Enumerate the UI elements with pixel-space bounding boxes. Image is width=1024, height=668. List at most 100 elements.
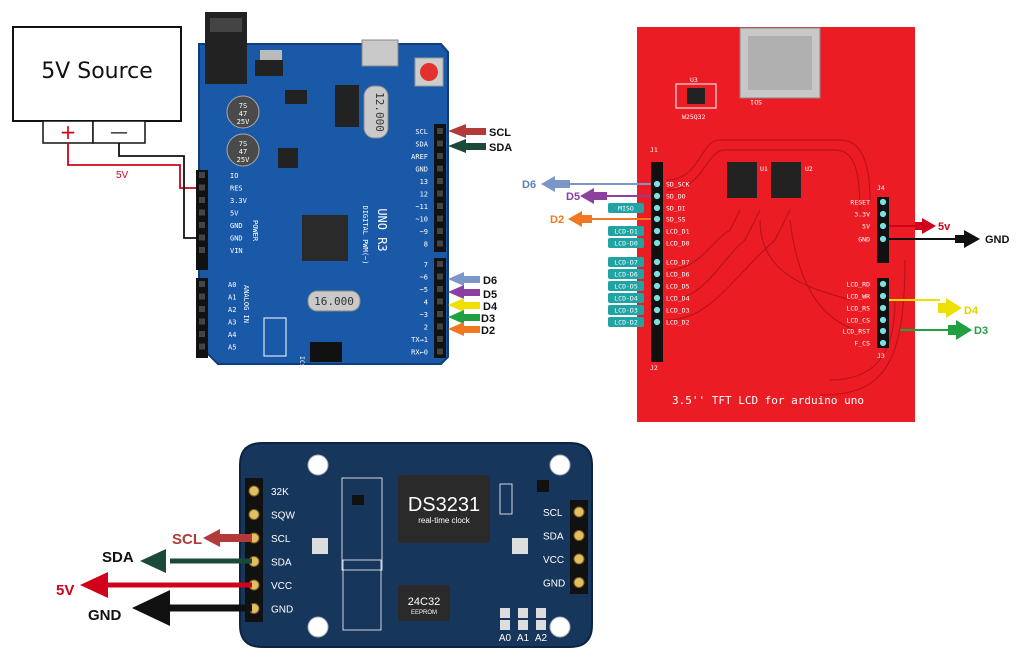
label-d3: D3 [481, 313, 495, 325]
analog-pin [199, 281, 205, 287]
flash-chip [675, 83, 717, 109]
digital-pin [437, 311, 443, 317]
lcd-right-pin [879, 210, 887, 218]
arrow-sda [448, 139, 486, 153]
lcd-right-top-header [877, 197, 889, 263]
label-scl: SCL [489, 127, 511, 139]
label-d5: D5 [483, 289, 497, 301]
board-subtitle: DIGITAL PWM(~) [361, 205, 369, 264]
eeprom-chip [398, 585, 450, 621]
rtc-label-scl: SCL [172, 531, 202, 548]
power-pin-label: IO [230, 172, 238, 180]
arrow-d2 [448, 322, 480, 336]
rtc-arrow-gnd [132, 590, 170, 626]
atmega-chip [302, 215, 348, 261]
minus-sign: — [110, 122, 128, 143]
lcd-pin-tag [608, 293, 644, 303]
digital-pin [437, 273, 443, 280]
rtc-right-pin-label: VCC [543, 555, 564, 566]
lcd-pin-tag [608, 281, 644, 291]
rtc-connection-arrows: SCL SDA 5V GND [56, 529, 252, 626]
svg-text:SD1: SD1 [750, 98, 762, 106]
rtc-right-pin-label: SDA [543, 532, 564, 543]
lcd-left-pin-label: LCD_D1 [666, 228, 690, 236]
power-source: 5V Source + — [12, 26, 182, 144]
lcd-left-pin-label: SD_DI [666, 205, 686, 213]
rtc-right-pin-label: GND [543, 579, 565, 590]
lcd-right-pin-label: LCD_WR [847, 293, 871, 301]
lcd-arrow-d5 [580, 188, 607, 204]
label-d4: D4 [483, 301, 498, 313]
lcd-left-pin-label: LCD_D2 [666, 319, 690, 327]
svg-text:real-time clock: real-time clock [418, 516, 471, 525]
digital-pin-label: ~3 [420, 311, 428, 319]
tft-lcd-board: SD1 U3 W25Q32 U1 U2 J1 J2 J4 J3 [637, 27, 915, 422]
lcd-right-pin-label: LCD_RST [843, 328, 870, 336]
rtc-arrow-scl [203, 529, 252, 547]
lcd-left-pin [653, 282, 661, 290]
svg-text:25V: 25V [237, 118, 250, 126]
digital-pin [437, 190, 443, 197]
lcd-pin-labels: SD_SCKSD_DOSD_DISD_SSLCD_D1LCD_D0LCD_D7L… [608, 180, 887, 348]
lcd-left-pin [653, 318, 661, 326]
oscillator: 12.000 [363, 85, 389, 139]
lcd-right-pin-label: RESET [850, 199, 870, 207]
rtc-left-pin-label: SDA [271, 558, 292, 569]
lcd-left-pin [653, 192, 661, 200]
svg-text:J4: J4 [877, 184, 885, 192]
analog-pin-label: A3 [228, 319, 236, 327]
lcd-ic-u1 [727, 162, 757, 198]
digital-pin [437, 215, 443, 222]
lcd-pin-tag-label: LCD-D6 [614, 271, 638, 279]
lcd-label-d5: D5 [566, 191, 580, 203]
lcd-left-pin [653, 204, 661, 212]
lcd-right-pin [879, 316, 887, 324]
label-d2: D2 [481, 325, 495, 337]
lcd-left-pin-label: LCD_D6 [666, 271, 690, 279]
svg-text:ICSP: ICSP [298, 356, 306, 372]
lcd-arrow-gnd [955, 230, 980, 248]
rtc-address-pin-label: A2 [535, 633, 548, 644]
rtc-left-pin [248, 509, 260, 520]
power-pin [199, 222, 205, 228]
lcd-left-pin-label: SD_SS [666, 216, 686, 224]
digital-pin-label: SDA [415, 141, 428, 149]
lcd-left-pin [653, 215, 661, 223]
lcd-pin-tag [608, 226, 644, 236]
arrow-scl [448, 124, 486, 138]
rtc-right-pin [573, 577, 585, 588]
digital-pin [437, 153, 443, 159]
lcd-right-pin-label: 5V [862, 223, 870, 231]
lcd-arrow-d3 [948, 320, 972, 340]
label-sda: SDA [489, 142, 512, 154]
power-pin [199, 197, 205, 203]
lcd-right-pin-label: F_CS [854, 340, 870, 348]
lcd-left-pin [653, 270, 661, 278]
digital-pin [437, 140, 443, 147]
svg-text:47: 47 [239, 148, 247, 156]
svg-text:J3: J3 [877, 352, 885, 360]
lcd-label-5v: 5v [938, 221, 951, 233]
svg-text:U3: U3 [690, 76, 698, 84]
lcd-pin-tag-label: LCD-D2 [614, 319, 638, 327]
wire-gnd-black [118, 143, 200, 239]
lcd-right-pin-label: LCD_CS [847, 317, 871, 325]
lcd-caption: 3.5'' TFT LCD for arduino uno [672, 394, 864, 407]
lcd-pin-tag [608, 269, 644, 279]
lcd-right-pin [879, 339, 887, 347]
rtc-left-pin-label: SCL [271, 534, 291, 545]
lcd-right-pin [879, 222, 887, 230]
lcd-pin-tag-label: MISO [618, 205, 634, 213]
arduino-right-headers: SCLSDAAREFGND1312~11~10~987~6~54~32TX→1R… [411, 124, 446, 358]
rtc-right-pin [573, 553, 585, 565]
lcd-left-pin-label: LCD_D0 [666, 240, 690, 248]
usb-connector [361, 39, 399, 67]
arrow-d5 [448, 285, 480, 299]
rtc-left-pin [248, 485, 260, 497]
rtc-label-sda: SDA [102, 549, 134, 566]
crystal: 16.000 [307, 290, 361, 312]
power-source-box [12, 26, 182, 122]
digital-pin-label: 12 [420, 191, 428, 199]
lcd-label-d4: D4 [964, 305, 979, 317]
